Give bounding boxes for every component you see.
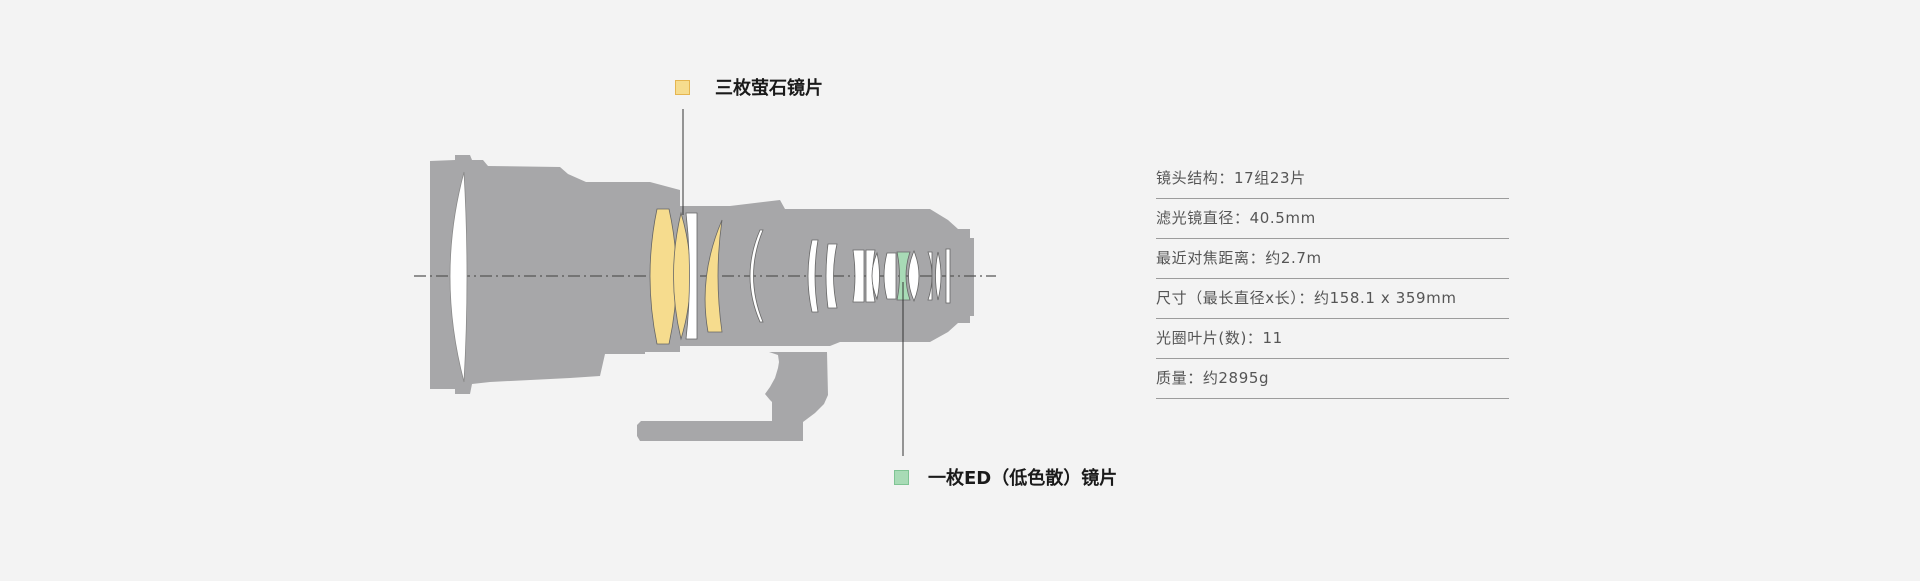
front-element [449,171,468,383]
lens-barrel [430,155,974,394]
tripod-foot-plate [637,421,803,441]
spec-list: 镜头结构：17组23片 滤光镜直径：40.5mm 最近对焦距离：约2.7m 尺寸… [1156,159,1509,399]
glass-element [825,243,838,309]
spec-row: 最近对焦距离：约2.7m [1156,239,1509,279]
spec-separator: ： [1249,249,1266,267]
glass-element [685,212,698,340]
spec-separator: ： [1298,289,1314,307]
spec-value: 17组23片 [1234,169,1306,187]
tripod-foot-neck [772,395,803,424]
glass-element [945,248,951,304]
spec-label: 最近对焦距离 [1156,249,1250,267]
spec-row: 光圈叶片(数)：11 [1156,319,1509,359]
fluorite-legend-label: 三枚萤石镜片 [715,78,823,99]
glass-element [749,229,764,323]
spec-value: 约2.7m [1265,249,1322,267]
glass-element [807,239,819,313]
spec-value: 约2895g [1202,369,1270,387]
spec-separator: ： [1187,369,1203,387]
spec-label: 镜头结构 [1156,169,1219,187]
ed-swatch [894,469,909,485]
glass-element [908,249,920,303]
spec-label: 质量 [1156,369,1188,387]
glass-element [883,252,897,300]
spec-value: 11 [1262,329,1283,347]
ed-legend-label: 一枚ED（低色散）镜片 [928,468,1118,489]
glass-element [852,249,865,303]
fluorite-element [649,208,677,345]
spec-row: 滤光镜直径：40.5mm [1156,199,1509,239]
spec-value: 约158.1 x 359mm [1314,289,1457,307]
spec-separator: ： [1234,209,1250,227]
spec-label: 光圈叶片(数) [1156,329,1247,347]
spec-value: 40.5mm [1249,209,1316,227]
glass-element [927,251,933,301]
spec-row: 尺寸（最长直径x长）：约158.1 x 359mm [1156,279,1509,319]
spec-separator: ： [1246,329,1263,347]
spec-label: 滤光镜直径 [1156,209,1235,227]
spec-separator: ： [1218,169,1235,187]
fluorite-swatch [675,79,690,95]
fluorite-legend: 三枚萤石镜片 [675,74,823,100]
spec-row: 镜头结构：17组23片 [1156,159,1509,199]
glass-element [871,251,880,301]
ed-legend: 一枚ED（低色散）镜片 [894,464,1117,490]
fluorite-element [704,219,723,333]
glass-element [935,251,942,301]
spec-row: 质量：约2895g [1156,359,1509,399]
ed-element [896,251,911,301]
spec-label: 尺寸（最长直径x长） [1156,289,1299,307]
